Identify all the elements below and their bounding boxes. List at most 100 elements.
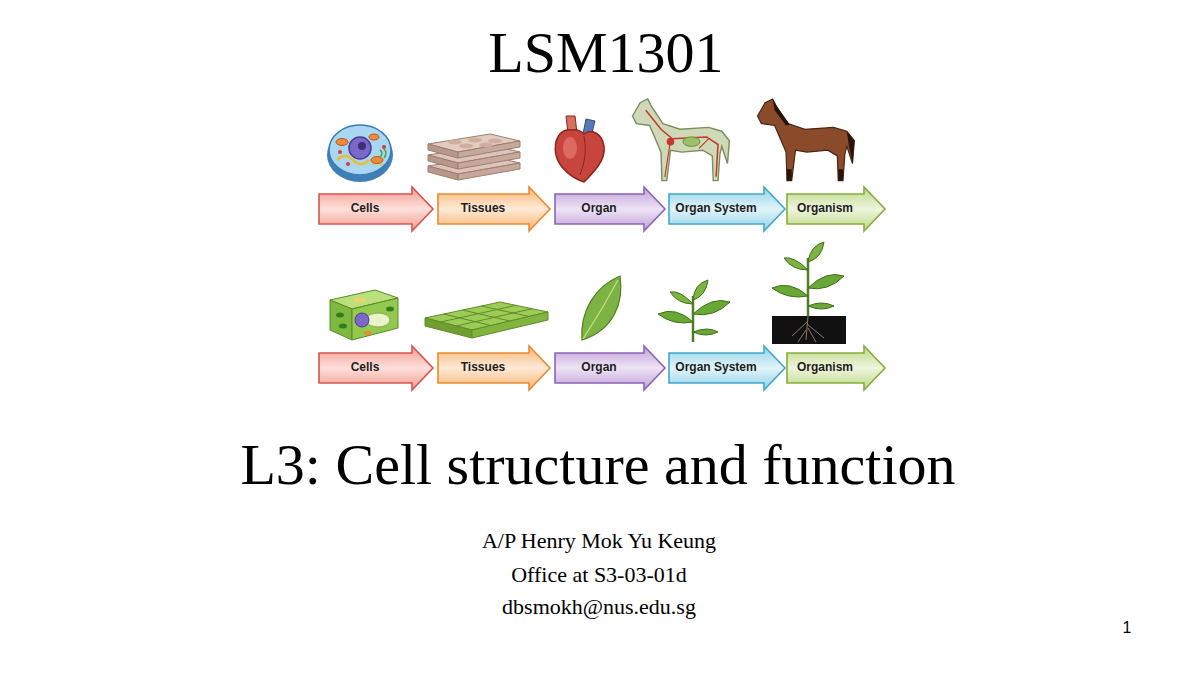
horse-organ-system-picture-part <box>683 137 700 147</box>
animal-tissue-picture <box>428 134 520 180</box>
plant-cell-picture <box>330 290 398 340</box>
plant-shoot-picture-part <box>658 311 693 323</box>
animal-cell-picture-part <box>349 137 371 159</box>
arrow-text-box: Tissues <box>437 353 529 383</box>
whole-plant-picture-part <box>808 275 844 289</box>
arrow-step: Organ System <box>668 345 786 391</box>
animal-tissue-picture-part <box>479 143 493 148</box>
arrow-shape <box>669 187 785 231</box>
whole-plant-picture-part <box>784 258 808 270</box>
animal-cell-picture-part <box>329 125 391 175</box>
arrow-label: Organism <box>797 361 853 374</box>
arrow-shape <box>787 346 885 390</box>
plant-tissue-picture <box>425 302 548 338</box>
arrow-text-box: Organ System <box>668 194 764 224</box>
arrow-label: Organ <box>581 202 616 215</box>
plant-shoot-picture <box>658 280 730 342</box>
heart-picture-part <box>563 137 577 159</box>
animal-cell-picture-part <box>336 139 348 146</box>
horse-picture-part <box>787 169 843 180</box>
arrow-text-box: Tissues <box>437 194 529 224</box>
whole-plant-picture-part <box>772 316 846 344</box>
leaf-picture-part <box>583 280 618 339</box>
arrow-step: Cells <box>318 345 434 391</box>
arrow-label: Cells <box>351 361 380 374</box>
arrow-text-box: Cells <box>318 353 412 383</box>
plant-shoot-picture-part <box>670 292 693 304</box>
horse-picture-part <box>758 99 855 181</box>
horse-organ-system-picture-part <box>646 110 718 177</box>
plant-cell-picture-part <box>352 298 398 340</box>
slide-title: LSM1301 <box>488 20 723 87</box>
arrow-label: Tissues <box>461 202 505 215</box>
animal-tissue-picture-part <box>448 140 462 145</box>
plant-shoot-picture-part <box>693 329 718 335</box>
horse-organ-system-picture-part <box>667 138 675 146</box>
plant-tissue-picture-part <box>472 312 548 338</box>
arrow-step: Cells <box>318 186 434 232</box>
animal-cell-picture-part <box>369 134 379 140</box>
animal-cell-picture <box>327 125 393 182</box>
whole-plant-picture <box>772 242 846 344</box>
horse-picture-part <box>773 100 790 126</box>
arrow-text-box: Organ <box>554 194 644 224</box>
arrow-step: Tissues <box>437 186 551 232</box>
arrow-text-box: Organism <box>786 353 864 383</box>
animal-cell-picture-part <box>346 162 350 166</box>
arrow-shape <box>438 346 550 390</box>
horse-picture-part <box>847 131 855 163</box>
whole-plant-picture-part <box>772 285 808 297</box>
arrow-step: Organ <box>554 186 666 232</box>
whole-plant-picture-part <box>808 242 824 262</box>
animal-tissue-picture-part <box>468 138 482 143</box>
arrow-label: Organism <box>797 202 853 215</box>
arrow-text-box: Organ <box>554 353 644 383</box>
plant-tissue-picture-part <box>441 305 532 326</box>
arrow-step: Organ System <box>668 186 786 232</box>
arrow-shape <box>438 187 550 231</box>
heart-picture <box>555 116 604 182</box>
arrow-shape <box>787 187 885 231</box>
arrow-shape <box>555 346 665 390</box>
arrow-step: Tissues <box>437 345 551 391</box>
arrow-text-box: Organ System <box>668 353 764 383</box>
horse-organ-system-picture <box>633 99 730 181</box>
whole-plant-picture-part <box>792 316 824 342</box>
plant-tissue-picture-part <box>425 318 472 338</box>
plant-cell-picture-part <box>339 324 347 329</box>
arrow-shape <box>319 346 433 390</box>
animal-cell-picture-part <box>382 145 386 149</box>
author-name: A/P Henry Mok Yu Keung <box>482 528 716 553</box>
leaf-picture-part <box>582 276 621 340</box>
whole-plant-picture-part <box>808 303 834 309</box>
plant-cell-picture-part <box>366 313 390 327</box>
animal-cell-picture-part <box>371 157 383 164</box>
lecture-title: L3: Cell structure and function <box>240 432 955 499</box>
plant-shoot-picture-part <box>693 301 730 315</box>
arrow-label: Cells <box>351 202 380 215</box>
plant-cell-picture-part <box>364 331 372 335</box>
arrow-step: Organism <box>786 345 886 391</box>
arrow-step: Organism <box>786 186 886 232</box>
arrow-text-box: Cells <box>318 194 412 224</box>
plant-cell-picture-part <box>355 313 369 327</box>
animal-cell-picture-part <box>380 149 386 158</box>
email-address: dbsmokh@nus.edu.sg <box>502 594 696 619</box>
arrow-text-box: Organism <box>786 194 864 224</box>
plant-cell-picture-part <box>330 300 352 340</box>
horse-organ-system-picture-part <box>633 99 730 181</box>
horse-picture <box>758 99 855 181</box>
arrow-step: Organ <box>554 345 666 391</box>
arrow-label: Tissues <box>461 361 505 374</box>
animal-tissue-picture-part <box>458 141 520 158</box>
page-number: 1 <box>1123 619 1132 637</box>
animal-tissue-picture-part <box>459 144 473 149</box>
animal-tissue-picture-part <box>488 139 502 144</box>
animal-cell-picture-part <box>338 150 342 154</box>
heart-picture-part <box>555 130 604 182</box>
animal-tissue-picture-part <box>428 144 458 158</box>
plant-cell-picture-part <box>386 307 394 312</box>
arrow-label: Organ System <box>675 361 756 374</box>
arrow-label: Organ <box>581 361 616 374</box>
